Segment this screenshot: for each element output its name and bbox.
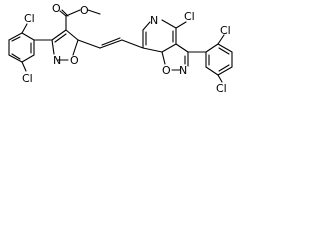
left-dichlorophenyl-ring — [8, 23, 35, 72]
methyl-ester-group — [59, 9, 101, 31]
left-bottom-chlorine-label: Cl — [22, 72, 33, 85]
left-isoxazole-nitrogen-label: N — [53, 54, 61, 67]
right-isoxazole-ring — [161, 43, 189, 71]
left-isoxazole-oxygen-label: O — [70, 54, 79, 67]
pyridine-ring — [142, 19, 187, 53]
right-isoxazole-oxygen-label: O — [162, 64, 171, 77]
left-top-chlorine-label: Cl — [24, 12, 35, 25]
right-top-chlorine-label: Cl — [220, 24, 231, 37]
structure-diagram: Cl Cl N O O O N — [0, 0, 254, 94]
right-dichlorophenyl-ring — [187, 34, 233, 83]
vinyl-linker — [77, 37, 144, 49]
ester-alkoxy-oxygen-label: O — [80, 4, 89, 17]
pyridine-chlorine-label: Cl — [184, 10, 195, 23]
pyridine-nitrogen-label: N — [150, 14, 158, 27]
left-isoxazole-ring — [33, 29, 79, 61]
molecule-drawing: Cl Cl N O O O N — [8, 2, 233, 94]
ester-carbonyl-oxygen-label: O — [52, 2, 61, 15]
right-isoxazole-nitrogen-label: N — [179, 64, 187, 77]
right-bottom-chlorine-label: Cl — [216, 82, 227, 94]
